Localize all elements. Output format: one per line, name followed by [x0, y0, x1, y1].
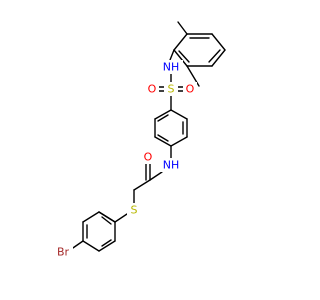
structure-diagram: NH S O O NH O S Br — [53, 21, 226, 259]
atom-label-br: Br — [57, 246, 70, 259]
bond — [177, 21, 188, 35]
bond — [208, 49, 221, 63]
bond — [101, 239, 112, 247]
bond — [157, 114, 169, 122]
bond — [154, 136, 172, 147]
atom-label-s-thioether: S — [131, 204, 138, 217]
bond — [98, 211, 116, 223]
atom-label-s-sulfonyl: S — [168, 83, 175, 96]
bond — [149, 171, 163, 181]
bond — [154, 109, 172, 120]
atom-labels: NH S O O NH O S Br — [53, 60, 197, 259]
atom-label-o-sulfonyl-left: O — [148, 83, 157, 96]
bond — [211, 33, 226, 51]
bond — [98, 240, 116, 252]
bond — [170, 109, 188, 120]
bond — [173, 33, 188, 51]
atom-label-o-carbonyl: O — [144, 151, 153, 164]
bond — [178, 50, 190, 63]
bond — [169, 49, 175, 61]
bond — [114, 213, 128, 223]
bond — [170, 136, 188, 147]
atom-label-nh-amide: NH — [163, 159, 180, 172]
bond — [133, 179, 151, 191]
bond — [211, 49, 226, 67]
bond — [82, 211, 100, 223]
bonds — [69, 21, 226, 252]
bond — [157, 134, 169, 142]
atom-label-o-sulfonyl-right: O — [186, 83, 195, 96]
atom-label-nh-sulfonamide: NH — [163, 61, 180, 74]
bond — [82, 240, 100, 252]
bond — [101, 216, 112, 225]
bond — [173, 49, 188, 67]
